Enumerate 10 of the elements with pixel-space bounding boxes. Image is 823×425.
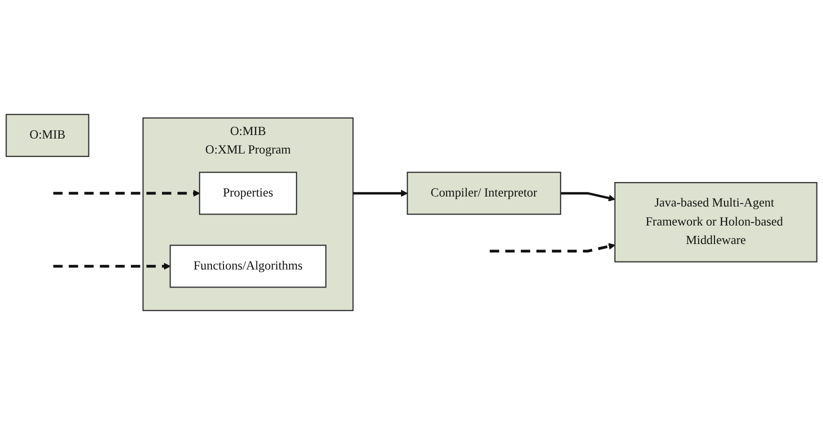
arrow [490, 243, 616, 252]
node-box: Java-based Multi-Agent Framework or Holon-based Middleware [614, 182, 818, 262]
node-box: O:MIB [6, 114, 90, 157]
arrow [353, 190, 408, 197]
node-box: Properties [198, 172, 298, 215]
arrow [560, 192, 616, 202]
arrow [53, 190, 200, 197]
arrow [53, 262, 171, 270]
node-box: Functions/Algorithms [170, 244, 326, 288]
node-box: Compiler/ Interpretor [406, 172, 562, 215]
